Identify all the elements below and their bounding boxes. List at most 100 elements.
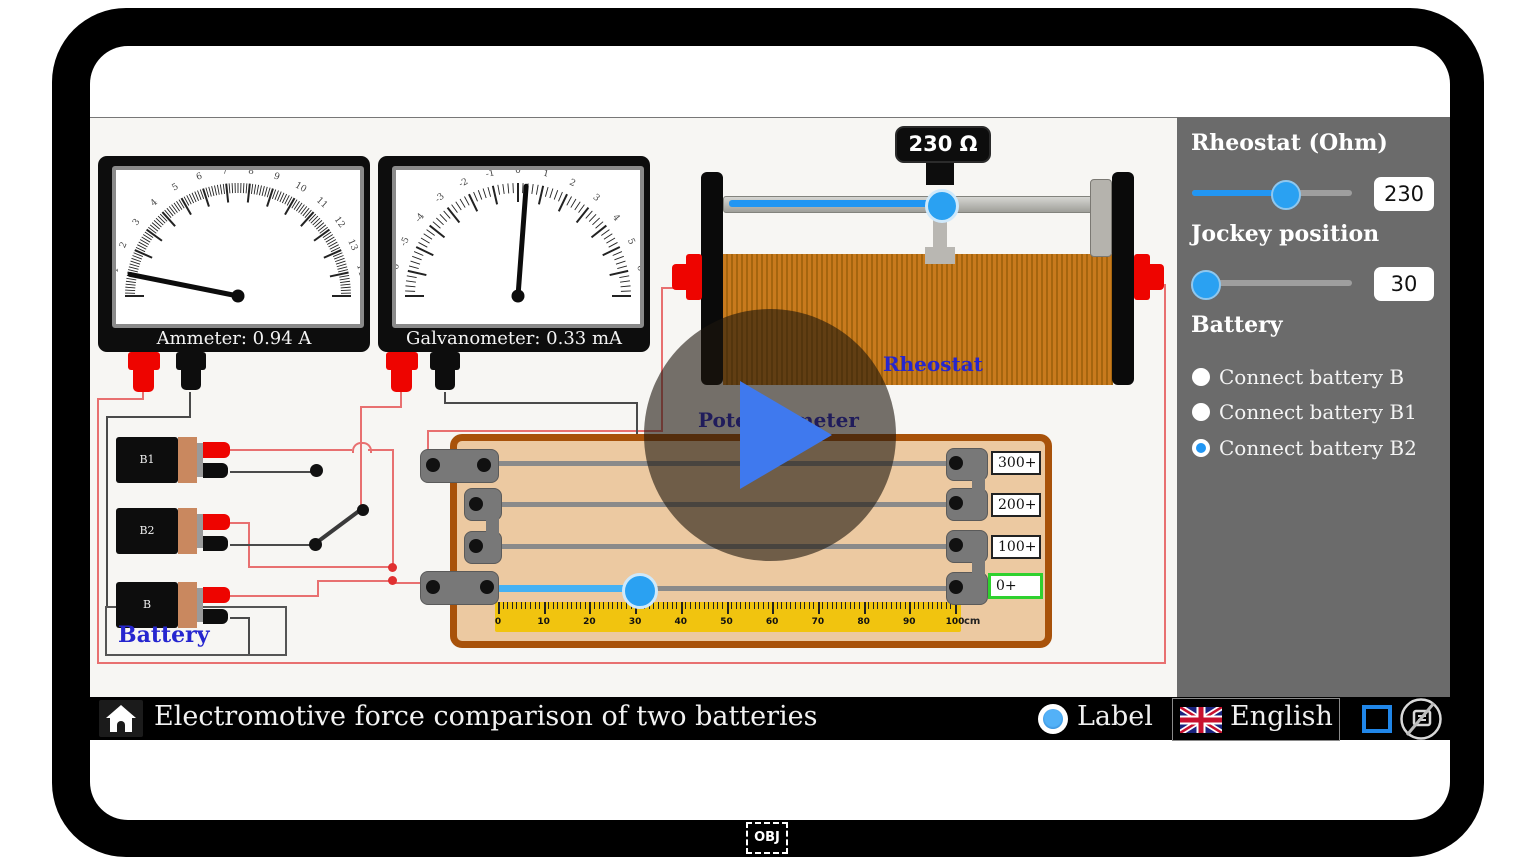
switch-contact[interactable] (357, 504, 369, 516)
galvanometer-terminal-negative[interactable] (430, 352, 460, 370)
radio-connect-battery-b[interactable] (1192, 368, 1210, 386)
ammeter-terminal-negative[interactable] (176, 352, 206, 370)
control-sidebar (1177, 117, 1450, 697)
pot-connector (486, 492, 499, 558)
ammeter-reading: Ammeter: 0.94 A (156, 328, 312, 349)
rheostat-knob[interactable] (925, 189, 959, 223)
battery-b-positive[interactable] (203, 587, 230, 603)
fullscreen-icon (1362, 705, 1377, 720)
pot-terminal[interactable] (949, 538, 963, 552)
language-selector[interactable] (1172, 698, 1340, 741)
ammeter-terminal-negative (181, 368, 201, 390)
pot-terminal[interactable] (949, 580, 963, 594)
jockey-slider-thumb[interactable] (1191, 270, 1221, 300)
ruler-number: 40 (674, 617, 688, 627)
ruler-number: 0 (494, 617, 502, 627)
ammeter-terminal-positive[interactable] (128, 352, 160, 370)
switch-pivot[interactable] (309, 538, 322, 551)
radio-label[interactable]: Connect battery B2 (1219, 436, 1417, 460)
ruler-tick (703, 602, 705, 609)
ruler-tick (913, 602, 915, 609)
pot-terminal[interactable] (426, 458, 440, 472)
svg-text:0: 0 (116, 293, 118, 299)
svg-text:-6: -6 (396, 263, 402, 274)
pot-terminal[interactable] (469, 539, 483, 553)
label-toggle[interactable] (1038, 704, 1068, 734)
ruler-number: 70 (811, 617, 825, 627)
pot-terminal[interactable] (477, 458, 491, 472)
ruler-tick (804, 602, 806, 609)
rheostat-value-input[interactable]: 230 (1374, 177, 1434, 211)
pot-terminal[interactable] (480, 580, 494, 594)
home-button[interactable] (99, 700, 143, 737)
ruler-tick (699, 602, 701, 609)
fullscreen-button[interactable] (1362, 705, 1392, 733)
jockey-handle[interactable] (622, 573, 658, 609)
battery-b1: B1 (116, 437, 178, 483)
ruler-tick (772, 602, 775, 614)
pot-terminal[interactable] (949, 456, 963, 470)
battery-b2-negative[interactable] (203, 536, 228, 551)
battery-b1-positive[interactable] (203, 442, 230, 458)
battery-b2-positive[interactable] (203, 514, 230, 530)
ruler-tick (863, 602, 866, 614)
ruler-tick (607, 602, 609, 609)
ruler-tick (767, 602, 769, 609)
battery-b-negative[interactable] (203, 609, 228, 624)
rheostat-terminal-right (1134, 254, 1150, 300)
ruler-tick (685, 602, 687, 609)
home-icon (106, 705, 136, 732)
radio-label[interactable]: Connect battery B (1219, 365, 1405, 389)
ruler-tick (498, 602, 500, 614)
radio-connect-battery-b1[interactable] (1192, 403, 1210, 421)
jockey-slider-track[interactable] (1192, 280, 1352, 286)
ruler-tick (749, 602, 751, 609)
ruler-tick (918, 602, 920, 609)
junction-dot (388, 576, 397, 585)
jockey-value-input[interactable]: 30 (1374, 267, 1434, 301)
ruler-tick (758, 602, 760, 609)
ruler-tick (653, 602, 655, 609)
wire-red (317, 581, 319, 597)
wire-red (360, 406, 402, 408)
experiment-title: Electromotive force comparison of two ba… (154, 701, 818, 732)
ruler-tick (584, 602, 586, 609)
pot-terminal[interactable] (949, 496, 963, 510)
ruler-tick (543, 602, 546, 614)
ruler-tick (941, 602, 943, 609)
svg-text:5: 5 (171, 182, 181, 194)
battery-b-post (197, 588, 203, 622)
ruler-tick (932, 602, 934, 609)
rheostat-slider-thumb[interactable] (1271, 180, 1301, 210)
tap-label-0: 0+ (988, 573, 1043, 599)
ruler-tick (552, 602, 554, 609)
ruler-tick (854, 602, 856, 609)
wire-red (97, 662, 1166, 664)
svg-text:5: 5 (625, 237, 637, 247)
wire-red (230, 522, 250, 524)
wire-red (661, 287, 675, 289)
pot-terminal[interactable] (426, 580, 440, 594)
ruler-tick (859, 602, 861, 609)
galvanometer-terminal-positive[interactable] (386, 352, 418, 370)
switch-contact[interactable] (310, 464, 323, 477)
ruler-number: 60 (765, 617, 779, 627)
ruler-tick (657, 602, 659, 609)
radio-label[interactable]: Connect battery B1 (1219, 400, 1417, 424)
battery-b: B (116, 582, 178, 628)
obj-marker: OBJ (746, 822, 788, 854)
ruler-tick (708, 602, 710, 609)
rheostat-terminal-left[interactable] (672, 264, 688, 290)
ruler-tick (886, 602, 888, 609)
pot-terminal[interactable] (469, 497, 483, 511)
ruler-tick (776, 602, 778, 609)
screen-lock-button[interactable] (1398, 696, 1444, 742)
radio-connect-battery-b2[interactable] (1192, 439, 1210, 457)
rheostat-terminal-right[interactable] (1148, 264, 1164, 290)
ruler-tick (795, 602, 797, 609)
fullscreen-icon (1362, 718, 1377, 733)
svg-text:6: 6 (634, 264, 640, 272)
battery-b1-negative[interactable] (203, 463, 228, 478)
play-icon[interactable] (740, 381, 832, 489)
